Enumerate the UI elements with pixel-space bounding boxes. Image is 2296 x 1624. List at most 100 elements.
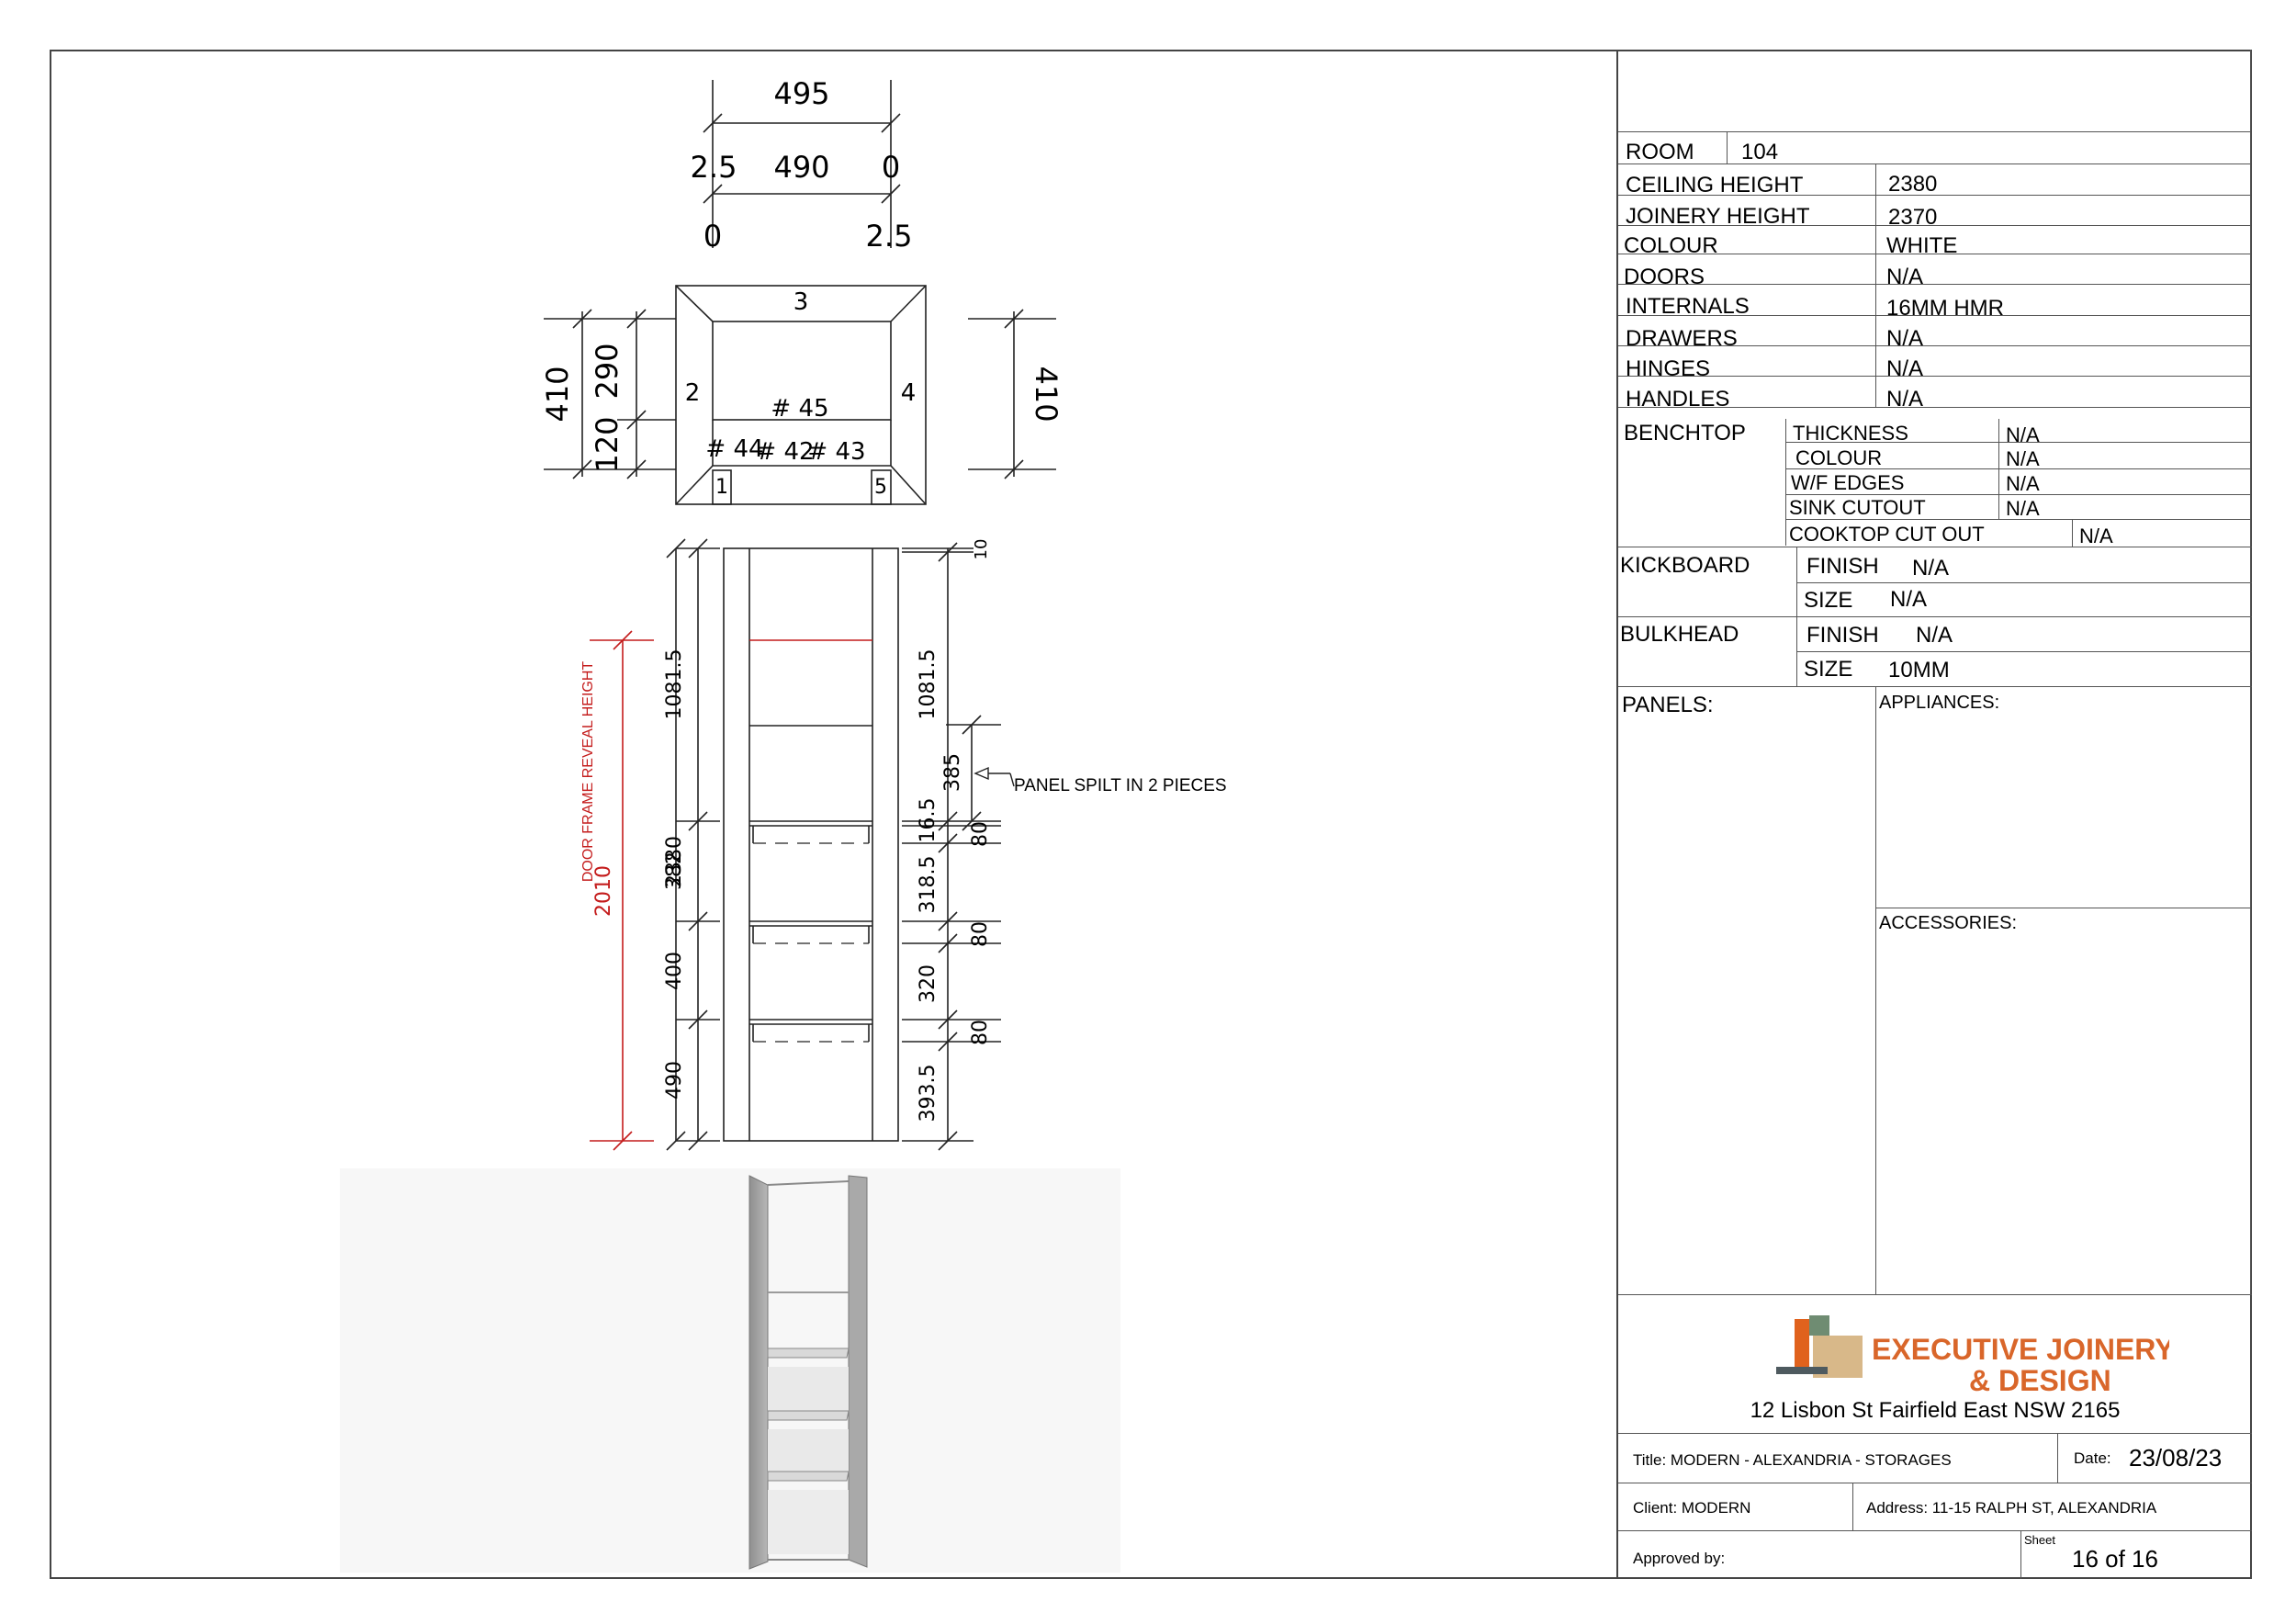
sheet-value: 16 of 16 (2072, 1545, 2158, 1573)
rule (1618, 315, 2250, 316)
joinery-value: 2370 (1888, 205, 1938, 230)
kick-finish-value: N/A (1912, 556, 1950, 581)
doors-value: N/A (1886, 265, 1924, 289)
dim-left-3: 400 (663, 952, 686, 990)
ceiling-label: CEILING HEIGHT (1626, 173, 1804, 197)
handles-value: N/A (1886, 387, 1924, 412)
rule (1785, 442, 2250, 443)
bulk-size-value: 10MM (1888, 658, 1950, 682)
dim-top-right-offset: 0 (882, 150, 900, 185)
rule (1618, 1294, 2252, 1295)
dim-left-2: 382 (663, 851, 686, 890)
approved-by-label: Approved by: (1633, 1550, 1726, 1567)
rule (1618, 407, 2250, 408)
left-dimension-chain (666, 538, 720, 1151)
rule (1618, 345, 2250, 346)
internals-label: INTERNALS (1626, 294, 1750, 319)
dim-left-4: 490 (663, 1061, 686, 1100)
panel-3-label: 3 (793, 288, 809, 316)
dim-right-total: 410 (1029, 366, 1064, 422)
dim-top-left-offset: 2.5 (691, 150, 737, 185)
dim-bottom-left-offset: 0 (703, 219, 722, 254)
bt-thickness-label: THICKNESS (1793, 422, 1908, 445)
doors-label: DOORS (1624, 265, 1705, 289)
title-block: ROOM 104 CEILING HEIGHT 2380 JOINERY HEI… (1616, 50, 2252, 1579)
bt-thickness-value: N/A (2006, 423, 2040, 446)
dim-top-overall: 495 (773, 76, 829, 111)
colour-label: COLOUR (1624, 233, 1718, 258)
rule (1875, 164, 1876, 407)
bulkhead-label: BULKHEAD (1620, 622, 1739, 647)
sheet-label: Sheet (2024, 1533, 2055, 1547)
panel-5-label: 5 (874, 476, 887, 499)
panels-label: PANELS: (1622, 693, 1714, 717)
plan-side-dimensions (544, 309, 1056, 479)
rule (2057, 1433, 2058, 1483)
top-dimension-block (703, 80, 901, 248)
rule (1618, 131, 2250, 132)
rule (2020, 1530, 2021, 1579)
rule (1796, 547, 1797, 686)
bt-colour-value: N/A (2006, 447, 2040, 470)
benchtop-label: BENCHTOP (1624, 421, 1746, 445)
dim-overall-height: 2380 (663, 836, 686, 887)
door-frame-label: DOOR FRAME REVEAL HEIGHT (580, 661, 596, 883)
logo-orange-bar (1795, 1319, 1809, 1370)
dim-left-total: 410 (540, 366, 575, 422)
kickboard-label: KICKBOARD (1620, 553, 1750, 578)
dim-left-lower: 120 (590, 416, 625, 472)
rule (1618, 616, 2252, 617)
rule (2072, 519, 2073, 547)
drawers-label: DRAWERS (1626, 326, 1738, 351)
dim-right-2: 1081.5 (917, 649, 940, 720)
tag-45: # 45 (771, 395, 828, 423)
bt-cooktop-value: N/A (2079, 524, 2113, 547)
site-address: Address: 11-15 RALPH ST, ALEXANDRIA (1866, 1499, 2157, 1517)
dim-right-10: 393.5 (917, 1065, 940, 1122)
rule (1618, 284, 2250, 285)
appliances-label: APPLIANCES: (1879, 693, 2000, 713)
dim-left-upper: 290 (590, 343, 625, 399)
logo-grey-base (1776, 1367, 1828, 1374)
bt-sink-value: N/A (2006, 497, 2040, 520)
rule (1618, 686, 2252, 687)
date-label: Date: (2074, 1449, 2111, 1467)
dim-right-8: 320 (917, 964, 940, 1003)
dim-right-6: 318.5 (917, 856, 940, 914)
room-value: 104 (1741, 140, 1779, 164)
rule (1875, 686, 1876, 1294)
dim-right-3: 385 (941, 753, 964, 792)
colour-value: WHITE (1886, 233, 1958, 258)
rule (1998, 419, 1999, 519)
dim-left-1: 1081.5 (663, 649, 686, 720)
hinges-value: N/A (1886, 356, 1924, 381)
rule (1785, 468, 2250, 469)
dim-bottom-right-offset: 2.5 (866, 219, 913, 254)
logo-green-square (1809, 1315, 1829, 1336)
bt-wf-label: W/F EDGES (1791, 471, 1905, 494)
shelf-hidden-lines (753, 842, 869, 1043)
drawers-value: N/A (1886, 326, 1924, 351)
panel-1-label: 1 (715, 476, 728, 499)
door-frame-value: 2010 (592, 865, 615, 917)
date-value: 23/08/23 (2129, 1444, 2223, 1472)
bulk-size-label: SIZE (1804, 657, 1853, 682)
company-name-line1: EXECUTIVE JOINERY (1872, 1333, 2169, 1366)
company-logo: EXECUTIVE JOINERY & DESIGN (1776, 1315, 2169, 1397)
joinery-drawing: 495 490 2.5 0 0 2.5 3 2 4 1 5 # 45 # 44 … (340, 76, 1227, 1573)
rule (1852, 1483, 1853, 1530)
rule (1796, 582, 2252, 583)
bt-cooktop-label: COOKTOP CUT OUT (1789, 523, 1985, 546)
front-elevation (723, 547, 899, 1142)
door-frame-dimension (590, 630, 654, 1151)
bt-wf-value: N/A (2006, 472, 2040, 495)
3d-render (340, 1168, 1120, 1573)
dim-right-5: 80 (969, 821, 992, 847)
bulk-finish-value: N/A (1916, 623, 1953, 648)
rule (1618, 1433, 2252, 1434)
panel-split-note: PANEL SPILT IN 2 PIECES (1014, 776, 1227, 795)
panel-4-label: 4 (901, 379, 917, 407)
rule (1785, 519, 2250, 520)
room-label: ROOM (1626, 140, 1694, 164)
rule (2250, 50, 2251, 1294)
